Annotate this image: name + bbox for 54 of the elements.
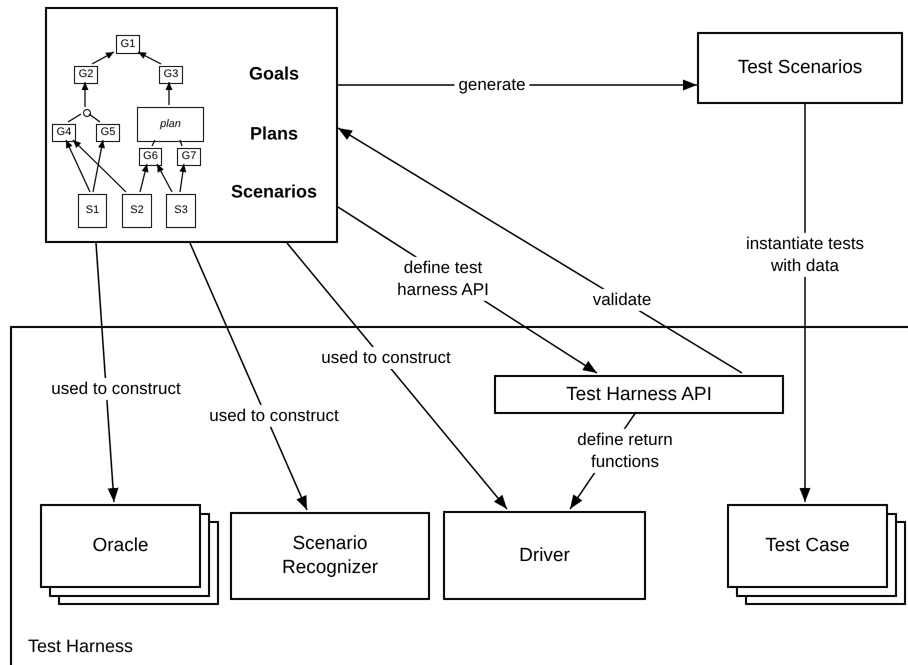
tree-arrow bbox=[72, 140, 126, 192]
node-label: G5 bbox=[100, 126, 116, 140]
node-label: S3 bbox=[174, 204, 188, 218]
goal-box bbox=[52, 124, 76, 142]
node-label: S1 bbox=[86, 204, 100, 218]
tree-arrow bbox=[166, 82, 172, 105]
node-label: Oracle bbox=[92, 534, 148, 558]
node-label: G4 bbox=[56, 126, 72, 140]
tree-arrow bbox=[92, 140, 105, 192]
goal-box bbox=[78, 194, 107, 228]
frame-label: Test Harness bbox=[28, 635, 134, 658]
goal-box bbox=[166, 194, 196, 228]
goal-box bbox=[96, 124, 120, 142]
model-panel bbox=[45, 7, 338, 243]
node-label: G1 bbox=[120, 38, 136, 52]
node-label: G6 bbox=[143, 150, 158, 164]
goal-box bbox=[74, 66, 98, 84]
tree-arrow bbox=[139, 164, 148, 192]
node-label: Test Harness API bbox=[566, 382, 712, 406]
goal-box bbox=[116, 35, 140, 54]
layer-label: Plans bbox=[250, 122, 298, 146]
goal-box bbox=[139, 148, 162, 166]
tree-arrow bbox=[82, 82, 88, 107]
tree-arrow bbox=[138, 51, 162, 65]
node-label: Driver bbox=[519, 544, 570, 568]
node-label: S2 bbox=[130, 204, 144, 218]
tree-arrow bbox=[156, 164, 173, 192]
node-label: Test Scenarios bbox=[738, 56, 862, 80]
node-label: Scenario Recognizer bbox=[280, 532, 380, 580]
layer-label: Goals bbox=[248, 62, 300, 86]
process-box bbox=[727, 504, 888, 588]
node-label: plan bbox=[160, 118, 181, 132]
process-box bbox=[697, 32, 903, 104]
arrow bbox=[95, 242, 119, 502]
tree-arrow bbox=[92, 51, 114, 65]
process-box bbox=[40, 504, 201, 588]
arrow bbox=[338, 127, 742, 374]
arrow bbox=[286, 242, 508, 510]
arrow bbox=[800, 104, 810, 502]
layer-label: Scenarios bbox=[230, 180, 318, 204]
tree-arrow bbox=[65, 140, 91, 192]
node-label: Test Case bbox=[765, 534, 850, 558]
tree-arrow bbox=[179, 164, 186, 192]
goal-box bbox=[159, 66, 183, 84]
arrow bbox=[189, 242, 308, 510]
process-box bbox=[443, 511, 646, 600]
node-label: G2 bbox=[78, 68, 94, 82]
plan-box bbox=[137, 107, 204, 142]
goal-box bbox=[122, 194, 152, 228]
goal-box bbox=[177, 148, 201, 166]
node-label: G3 bbox=[164, 68, 178, 82]
process-box bbox=[494, 375, 784, 414]
process-box bbox=[230, 512, 430, 600]
node-label: G7 bbox=[182, 150, 196, 164]
